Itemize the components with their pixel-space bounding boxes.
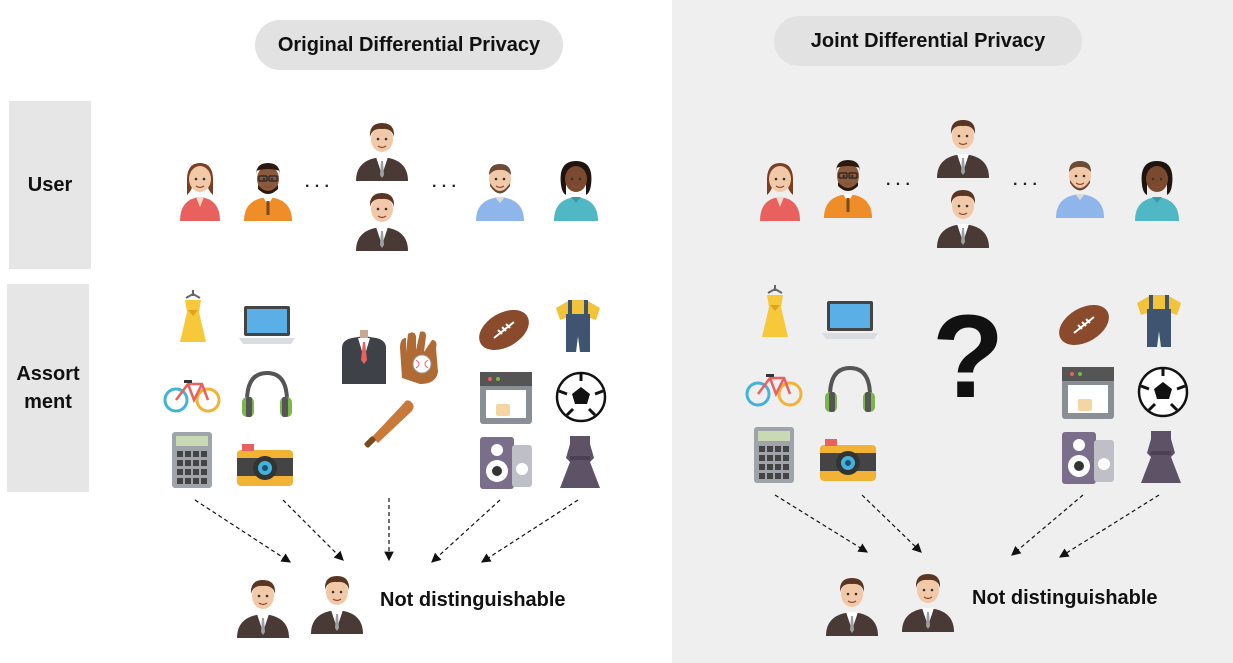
arrow-r3: [1011, 494, 1084, 556]
user-woman-red-right-icon: [760, 163, 800, 221]
soccer-ball-icon: [1137, 366, 1189, 418]
user-label-text: User: [27, 174, 73, 196]
overalls-icon: [1137, 295, 1181, 347]
result-man-suit-1-right-icon: [826, 578, 878, 636]
soccer-ball-icon: [555, 371, 607, 423]
calculator-icon: [754, 427, 794, 483]
football-icon: [1059, 305, 1109, 345]
arrow-l5: [480, 499, 579, 563]
arrow-r1: [774, 494, 869, 553]
suit-icon: [342, 330, 386, 384]
coffee-machine-icon: [1062, 367, 1114, 419]
overalls-icon: [556, 300, 600, 352]
user-woman-teal-right-icon: [1135, 161, 1179, 221]
arrow-l2: [282, 499, 344, 561]
joint-dp-title: Joint Differential Privacy: [774, 16, 1082, 66]
headphones-icon: [825, 365, 875, 412]
assortment-row-label: Assort ment: [7, 284, 89, 492]
user-man-suit-top-right-icon: [937, 120, 989, 178]
result-man-suit-1-left-icon: [237, 580, 289, 638]
assortment-label-line2: ment: [24, 391, 72, 413]
user-row-label: User: [9, 101, 91, 269]
result-man-suit-2-left-icon: [311, 576, 363, 634]
sleeveless-dress-icon: [560, 436, 600, 488]
camera-icon: [237, 444, 293, 486]
result-man-suit-2-right-icon: [902, 574, 954, 632]
user-man-suit-bottom-right-icon: [937, 190, 989, 248]
sleeveless-dress-icon: [1141, 431, 1181, 483]
user-man-suit-bottom-left-icon: [356, 193, 408, 251]
bicycle-icon: [745, 374, 803, 407]
ellipsis-left-1: · · ·: [305, 178, 330, 195]
assortment-label-line1: Assort: [16, 363, 80, 385]
user-man-suit-top-left-icon: [356, 123, 408, 181]
conclusion-right: Not distinguishable: [972, 587, 1158, 609]
laptop-icon: [822, 301, 878, 339]
user-woman-red-left-icon: [180, 163, 220, 221]
arrow-l1: [194, 499, 292, 563]
speaker-icon: [1062, 432, 1114, 484]
football-icon: [479, 310, 529, 350]
question-mark: ?: [932, 291, 1005, 423]
arrow-r2: [861, 494, 922, 553]
arrow-l4: [431, 499, 501, 563]
camera-icon: [820, 439, 876, 481]
user-man-blue-left-icon: [476, 164, 524, 221]
calculator-icon: [172, 432, 212, 488]
user-man-orange-right-icon: [824, 160, 872, 218]
original-dp-title: Original Differential Privacy: [255, 20, 563, 70]
laptop-icon: [239, 306, 295, 344]
ellipsis-left-2: · · ·: [432, 178, 457, 195]
user-man-orange-left-icon: [244, 163, 292, 221]
speaker-icon: [480, 437, 532, 489]
arrow-r4: [1058, 494, 1160, 558]
baseball-bat-icon: [364, 400, 414, 448]
dress-icon: [762, 285, 788, 337]
user-man-blue-right-icon: [1056, 161, 1104, 218]
bicycle-icon: [163, 380, 221, 413]
baseball-glove-icon: [400, 331, 438, 384]
ellipsis-right-2: · · ·: [1013, 176, 1038, 193]
user-woman-teal-left-icon: [554, 161, 598, 221]
ellipsis-right-1: · · ·: [886, 176, 911, 193]
coffee-machine-icon: [480, 372, 532, 424]
dress-icon: [180, 290, 206, 342]
conclusion-left: Not distinguishable: [380, 589, 566, 611]
headphones-icon: [242, 370, 292, 417]
